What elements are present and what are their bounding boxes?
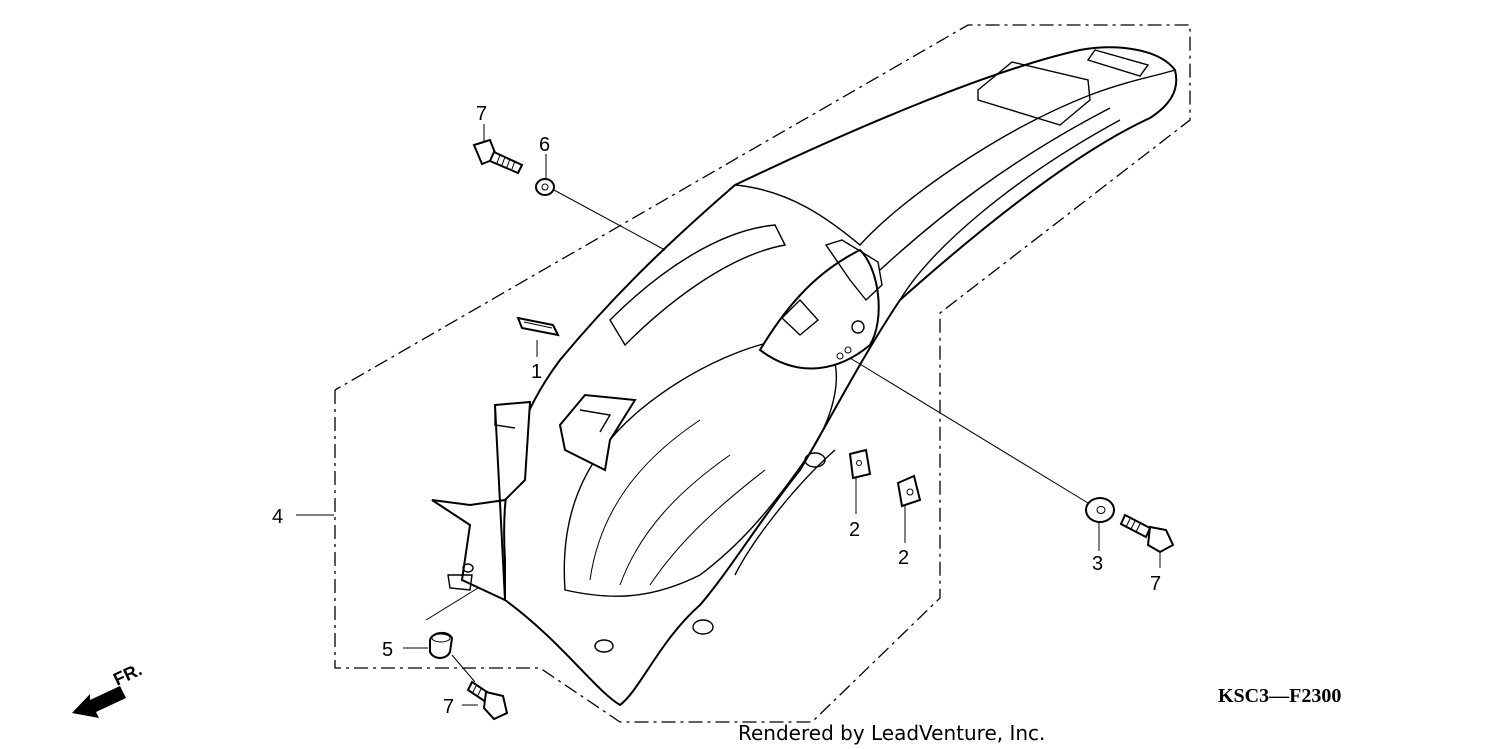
- clip-nut-part-2a: [848, 448, 872, 480]
- render-credit: Rendered by LeadVenture, Inc.: [738, 721, 1045, 745]
- callout-2-left: 2: [849, 519, 860, 541]
- leader-lines: [296, 124, 1161, 706]
- callout-6: 6: [539, 134, 550, 156]
- callout-2-right: 2: [898, 547, 909, 569]
- diagram-code: KSC3—F2300: [1218, 685, 1341, 707]
- clip-nut-part-2b: [896, 474, 922, 508]
- callout-3: 3: [1092, 553, 1103, 575]
- grommet-part-5: [429, 632, 454, 659]
- assembly-boundary: [334, 24, 1191, 723]
- callout-5: 5: [382, 639, 393, 661]
- callout-4: 4: [272, 506, 283, 528]
- direction-label: FR.: [110, 659, 145, 689]
- washer-part-3: [1085, 497, 1115, 523]
- rear-fender: [431, 46, 1178, 707]
- callout-7-right: 7: [1150, 573, 1161, 595]
- washer-part-6: [535, 178, 555, 196]
- front-direction-arrow-icon: FR.: [72, 659, 145, 718]
- callout-7-lower: 7: [443, 696, 454, 718]
- bolt-part-7-lower: [466, 680, 509, 721]
- callout-7-upper: 7: [476, 103, 487, 125]
- bolt-part-7-upper: [472, 138, 524, 175]
- bolt-part-7-right: [1119, 513, 1175, 554]
- pad-part-1: [516, 316, 560, 337]
- callout-1: 1: [531, 361, 542, 383]
